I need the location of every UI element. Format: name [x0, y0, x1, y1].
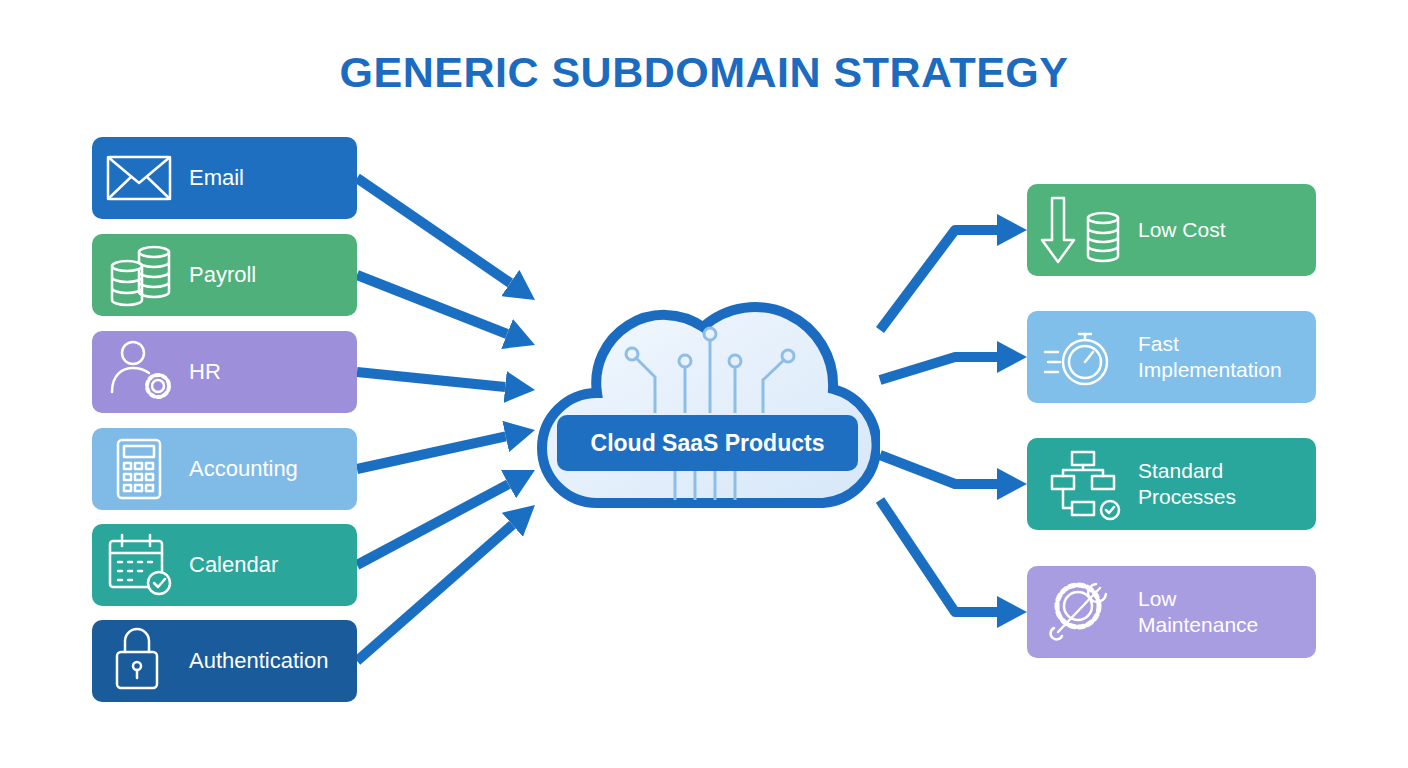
- cloud-shape: [535, 285, 880, 515]
- box-label: Fast Implementation: [1138, 311, 1298, 403]
- flow-arrow: [357, 372, 505, 387]
- box-label: Calendar: [189, 524, 354, 606]
- category-box: Low Cost: [1027, 184, 1316, 276]
- box-label: Email: [189, 137, 354, 219]
- coins-icon: [112, 247, 169, 305]
- stopwatch-icon: [1045, 334, 1107, 384]
- person-gear-icon: [112, 342, 169, 397]
- box-label: Low Cost: [1138, 184, 1298, 276]
- calendar-icon: [110, 535, 170, 594]
- category-box: Low Maintenance: [1027, 566, 1316, 658]
- flow-arrow: [880, 500, 997, 612]
- box-label: Authentication: [189, 620, 354, 702]
- cloud-band: [557, 415, 858, 471]
- category-box: Fast Implementation: [1027, 311, 1316, 403]
- cost-down-icon: [1042, 198, 1118, 262]
- category-box: Accounting: [92, 428, 357, 510]
- diagram-title: GENERIC SUBDOMAIN STRATEGY: [0, 48, 1408, 97]
- flow-arrow: [357, 525, 512, 661]
- flow-arrow: [880, 357, 997, 380]
- calculator-icon: [118, 440, 160, 498]
- category-box: HR: [92, 331, 357, 413]
- flow-arrow: [357, 178, 510, 283]
- box-label: Low Maintenance: [1138, 566, 1298, 658]
- circuit-lines: [626, 328, 794, 500]
- box-label: Payroll: [189, 234, 354, 316]
- box-label: Standard Processes: [1138, 438, 1298, 530]
- box-label: Accounting: [189, 428, 354, 510]
- box-label: HR: [189, 331, 354, 413]
- category-box: Standard Processes: [1027, 438, 1316, 530]
- cloud-outline: [542, 307, 877, 503]
- category-box: Authentication: [92, 620, 357, 702]
- envelope-icon: [108, 157, 170, 199]
- wrench-gear-icon: [1051, 584, 1106, 639]
- flow-arrow: [357, 436, 506, 469]
- cloud-label: Cloud SaaS Products: [557, 415, 858, 471]
- category-box: Email: [92, 137, 357, 219]
- flow-arrow: [880, 455, 997, 484]
- lock-icon: [117, 629, 157, 688]
- category-box: Payroll: [92, 234, 357, 316]
- flowchart-icon: [1052, 452, 1119, 519]
- flow-arrow: [880, 230, 997, 330]
- flow-arrow: [357, 275, 507, 334]
- cloud-node: Cloud SaaS Products: [535, 285, 880, 515]
- category-box: Calendar: [92, 524, 357, 606]
